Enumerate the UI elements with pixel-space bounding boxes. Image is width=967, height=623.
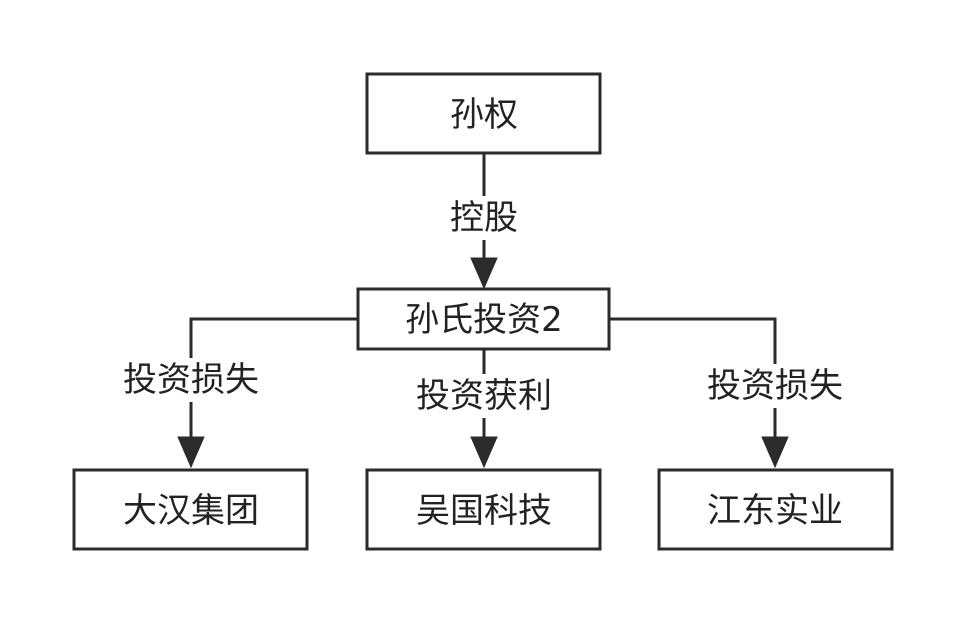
edge-profit-middle-arrowhead <box>470 436 498 469</box>
node-jiangdong-industry: 江东实业 <box>657 468 894 551</box>
node-wuguo-tech-box <box>365 468 602 551</box>
node-wuguo-tech-label: 吴国科技 <box>416 491 552 531</box>
edge-loss-left: 投资损失 <box>112 317 358 469</box>
node-sun-investment: 孙氏投资2 <box>356 287 611 351</box>
edge-profit-middle-label-bg <box>404 374 564 418</box>
edge-loss-right: 投资损失 <box>609 317 854 469</box>
edge-loss-right-label: 投资损失 <box>707 366 843 406</box>
edge-profit-middle-label: 投资获利 <box>416 376 552 416</box>
node-sun-investment-label: 孙氏投资2 <box>405 300 563 340</box>
edge-loss-right-arrowhead <box>761 436 789 469</box>
edge-holding-label-bg <box>440 196 528 240</box>
edge-holding-label: 控股 <box>450 198 518 238</box>
edge-holding-arrowhead <box>470 257 498 290</box>
node-jiangdong-industry-box <box>657 468 894 551</box>
node-sun-quan-label: 孙权 <box>450 95 518 135</box>
node-wuguo-tech: 吴国科技 <box>365 468 602 551</box>
edge-profit-middle: 投资获利 <box>404 349 564 469</box>
node-sun-investment-box <box>356 287 611 351</box>
edge-loss-left-arrowhead <box>177 436 205 469</box>
edge-loss-left-label: 投资损失 <box>123 360 259 400</box>
node-jiangdong-industry-label: 江东实业 <box>707 491 843 531</box>
node-dahan-group: 大汉集团 <box>72 468 309 551</box>
node-dahan-group-box <box>72 468 309 551</box>
edge-holding: 控股 <box>440 153 528 290</box>
node-sun-quan: 孙权 <box>365 72 602 155</box>
node-dahan-group-label: 大汉集团 <box>123 491 259 531</box>
node-sun-quan-box <box>365 72 602 155</box>
edge-loss-left-label-bg <box>112 358 270 402</box>
edge-loss-right-label-bg <box>696 364 854 408</box>
